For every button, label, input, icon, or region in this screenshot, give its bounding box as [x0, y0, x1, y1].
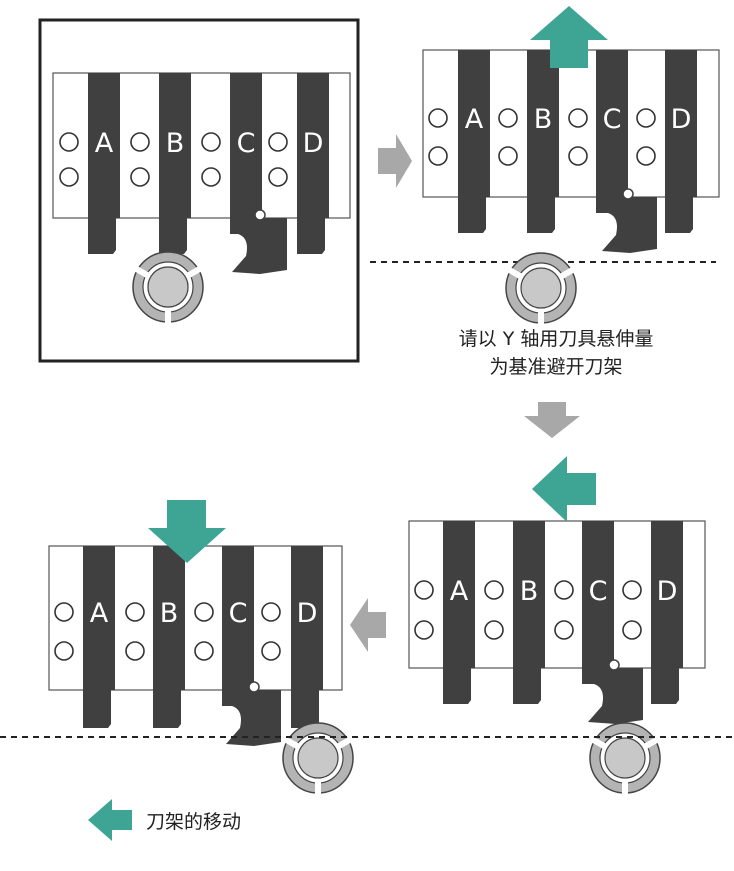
tool-c-4 — [222, 546, 281, 746]
tool-label-c-3: C — [589, 576, 608, 607]
legend-label: 刀架的移动 — [146, 811, 241, 833]
panel-3-move-left: A B C D — [408, 456, 706, 798]
tool-label-c-4: C — [229, 598, 248, 629]
chuck-4 — [281, 722, 355, 798]
tool-c-1-notch — [254, 209, 266, 221]
tool-d-4 — [291, 546, 323, 728]
teal-arrow-left — [532, 456, 596, 522]
gray-arrow-right — [378, 134, 412, 188]
tool-d-1 — [297, 73, 329, 254]
tool-label-d-3: D — [657, 576, 678, 607]
panel-1-initial: A B C D — [38, 18, 360, 363]
left-arrow-icon — [88, 799, 132, 841]
caption-line-1: 请以 Y 轴用刀具悬伸量 — [459, 328, 654, 350]
bolt-holes-1 — [59, 132, 288, 187]
panel-1-frame — [38, 18, 360, 363]
turret-1: A B C D — [52, 72, 351, 274]
panel-2-retract: A B C D — [370, 6, 720, 328]
tool-label-b-4: B — [160, 598, 179, 629]
tool-d-2 — [665, 50, 697, 233]
bolt-holes-4 — [54, 602, 281, 661]
tool-label-d-2: D — [671, 104, 692, 135]
tool-label-a-3: A — [450, 576, 469, 607]
tool-c-2 — [596, 50, 657, 253]
tool-c-3-notch — [608, 659, 620, 671]
tool-a-3 — [443, 521, 475, 704]
panel-4-lower: A B C D — [48, 500, 355, 798]
tool-a-1 — [88, 73, 120, 254]
chuck-1 — [131, 251, 205, 327]
teal-arrow-down — [148, 500, 226, 563]
tool-label-d-4: D — [297, 598, 318, 629]
tool-label-b-1: B — [166, 128, 185, 159]
tool-c-3 — [582, 521, 643, 724]
tool-label-c-1: C — [237, 128, 256, 159]
tool-b-3 — [513, 521, 545, 704]
tool-c-2-notch — [622, 188, 634, 200]
tool-label-c-2: C — [603, 104, 622, 135]
bolt-holes-2 — [428, 108, 656, 166]
gray-arrow-down — [524, 402, 580, 438]
tool-label-a-4: A — [90, 598, 109, 629]
tool-a-2 — [458, 50, 490, 233]
tool-label-b-2: B — [534, 104, 553, 135]
tool-a-4 — [83, 546, 115, 728]
teal-arrow-up — [530, 6, 608, 68]
tool-label-a-1: A — [95, 128, 114, 159]
tool-label-a-2: A — [465, 104, 484, 135]
tool-b-4 — [153, 546, 185, 728]
chuck-3 — [588, 722, 662, 798]
legend: 刀架的移动 — [88, 799, 241, 841]
tool-label-d-1: D — [303, 128, 324, 159]
gray-arrow-left — [350, 598, 386, 652]
tool-label-b-3: B — [520, 576, 539, 607]
tool-b-1 — [159, 73, 191, 254]
chuck-2 — [504, 252, 578, 328]
tool-c-1 — [230, 73, 287, 274]
tool-b-2 — [527, 50, 559, 233]
tool-c-4-notch — [248, 681, 260, 693]
caption-line-2: 为基准避开刀架 — [489, 356, 622, 378]
tool-d-3 — [651, 521, 683, 704]
bolt-holes-3 — [414, 580, 642, 640]
